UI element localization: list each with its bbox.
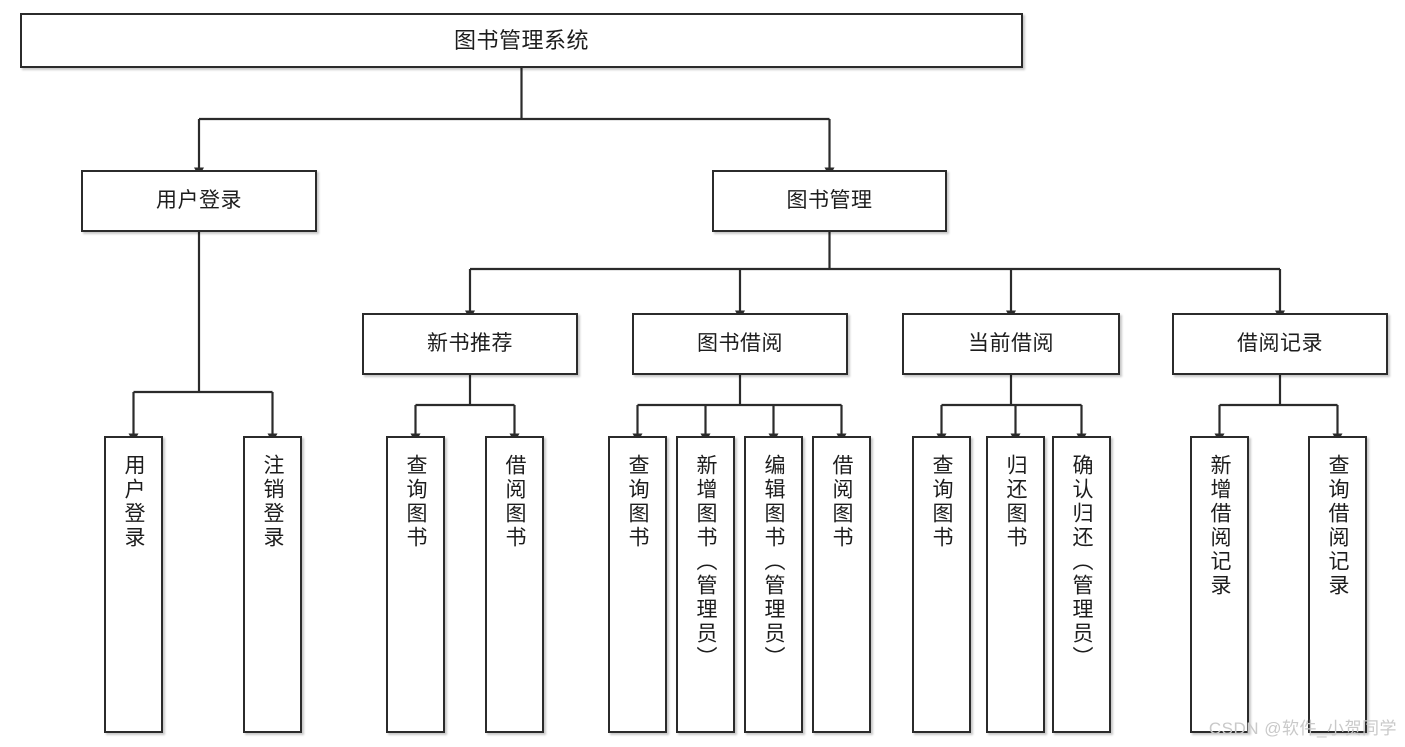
node-leaf-query-book-2-label: 查询图书 bbox=[626, 454, 649, 550]
node-leaf-add-book[interactable]: 新增图书（管理员） bbox=[676, 436, 735, 733]
node-book-borrow-label: 图书借阅 bbox=[697, 331, 783, 355]
node-book-borrow[interactable]: 图书借阅 bbox=[632, 313, 848, 375]
node-leaf-query-record[interactable]: 查询借阅记录 bbox=[1308, 436, 1367, 733]
node-leaf-borrow-book-2-label: 借阅图书 bbox=[830, 454, 853, 550]
node-user-login-label: 用户登录 bbox=[156, 188, 242, 212]
connector-lines bbox=[128, 68, 1343, 443]
node-new-book-rec[interactable]: 新书推荐 bbox=[362, 313, 578, 375]
node-leaf-query-book-3[interactable]: 查询图书 bbox=[912, 436, 971, 733]
node-leaf-query-book-1-label: 查询图书 bbox=[404, 454, 427, 550]
node-new-book-rec-label: 新书推荐 bbox=[427, 331, 513, 355]
node-leaf-return-book[interactable]: 归还图书 bbox=[986, 436, 1045, 733]
node-leaf-logout-label: 注销登录 bbox=[261, 454, 284, 550]
node-leaf-query-book-2[interactable]: 查询图书 bbox=[608, 436, 667, 733]
node-leaf-add-book-label: 新增图书（管理员） bbox=[694, 454, 717, 670]
node-leaf-confirm-return[interactable]: 确认归还（管理员） bbox=[1052, 436, 1111, 733]
node-root-label: 图书管理系统 bbox=[453, 27, 589, 53]
node-book-manage-label: 图书管理 bbox=[786, 188, 873, 212]
node-leaf-borrow-book-1-label: 借阅图书 bbox=[503, 454, 526, 550]
node-leaf-borrow-book-1[interactable]: 借阅图书 bbox=[485, 436, 544, 733]
node-leaf-logout[interactable]: 注销登录 bbox=[243, 436, 302, 733]
node-user-login[interactable]: 用户登录 bbox=[81, 170, 317, 232]
node-leaf-add-record[interactable]: 新增借阅记录 bbox=[1190, 436, 1249, 733]
node-leaf-borrow-book-2[interactable]: 借阅图书 bbox=[812, 436, 871, 733]
node-leaf-user-login-label: 用户登录 bbox=[122, 454, 145, 550]
node-leaf-query-record-label: 查询借阅记录 bbox=[1326, 454, 1349, 598]
node-root[interactable]: 图书管理系统 bbox=[20, 13, 1023, 68]
node-borrow-record[interactable]: 借阅记录 bbox=[1172, 313, 1388, 375]
node-leaf-query-book-3-label: 查询图书 bbox=[930, 454, 953, 550]
node-book-manage[interactable]: 图书管理 bbox=[712, 170, 947, 232]
node-leaf-edit-book-label: 编辑图书（管理员） bbox=[762, 454, 785, 670]
node-current-borrow-label: 当前借阅 bbox=[968, 331, 1054, 355]
node-leaf-user-login[interactable]: 用户登录 bbox=[104, 436, 163, 733]
node-leaf-query-book-1[interactable]: 查询图书 bbox=[386, 436, 445, 733]
node-leaf-confirm-return-label: 确认归还（管理员） bbox=[1070, 454, 1093, 670]
csdn-watermark: CSDN @软件_小贺同学 bbox=[1208, 719, 1397, 738]
node-borrow-record-label: 借阅记录 bbox=[1237, 331, 1323, 355]
node-leaf-add-record-label: 新增借阅记录 bbox=[1208, 454, 1231, 598]
node-leaf-edit-book[interactable]: 编辑图书（管理员） bbox=[744, 436, 803, 733]
node-leaf-return-book-label: 归还图书 bbox=[1004, 454, 1027, 550]
node-current-borrow[interactable]: 当前借阅 bbox=[902, 313, 1120, 375]
